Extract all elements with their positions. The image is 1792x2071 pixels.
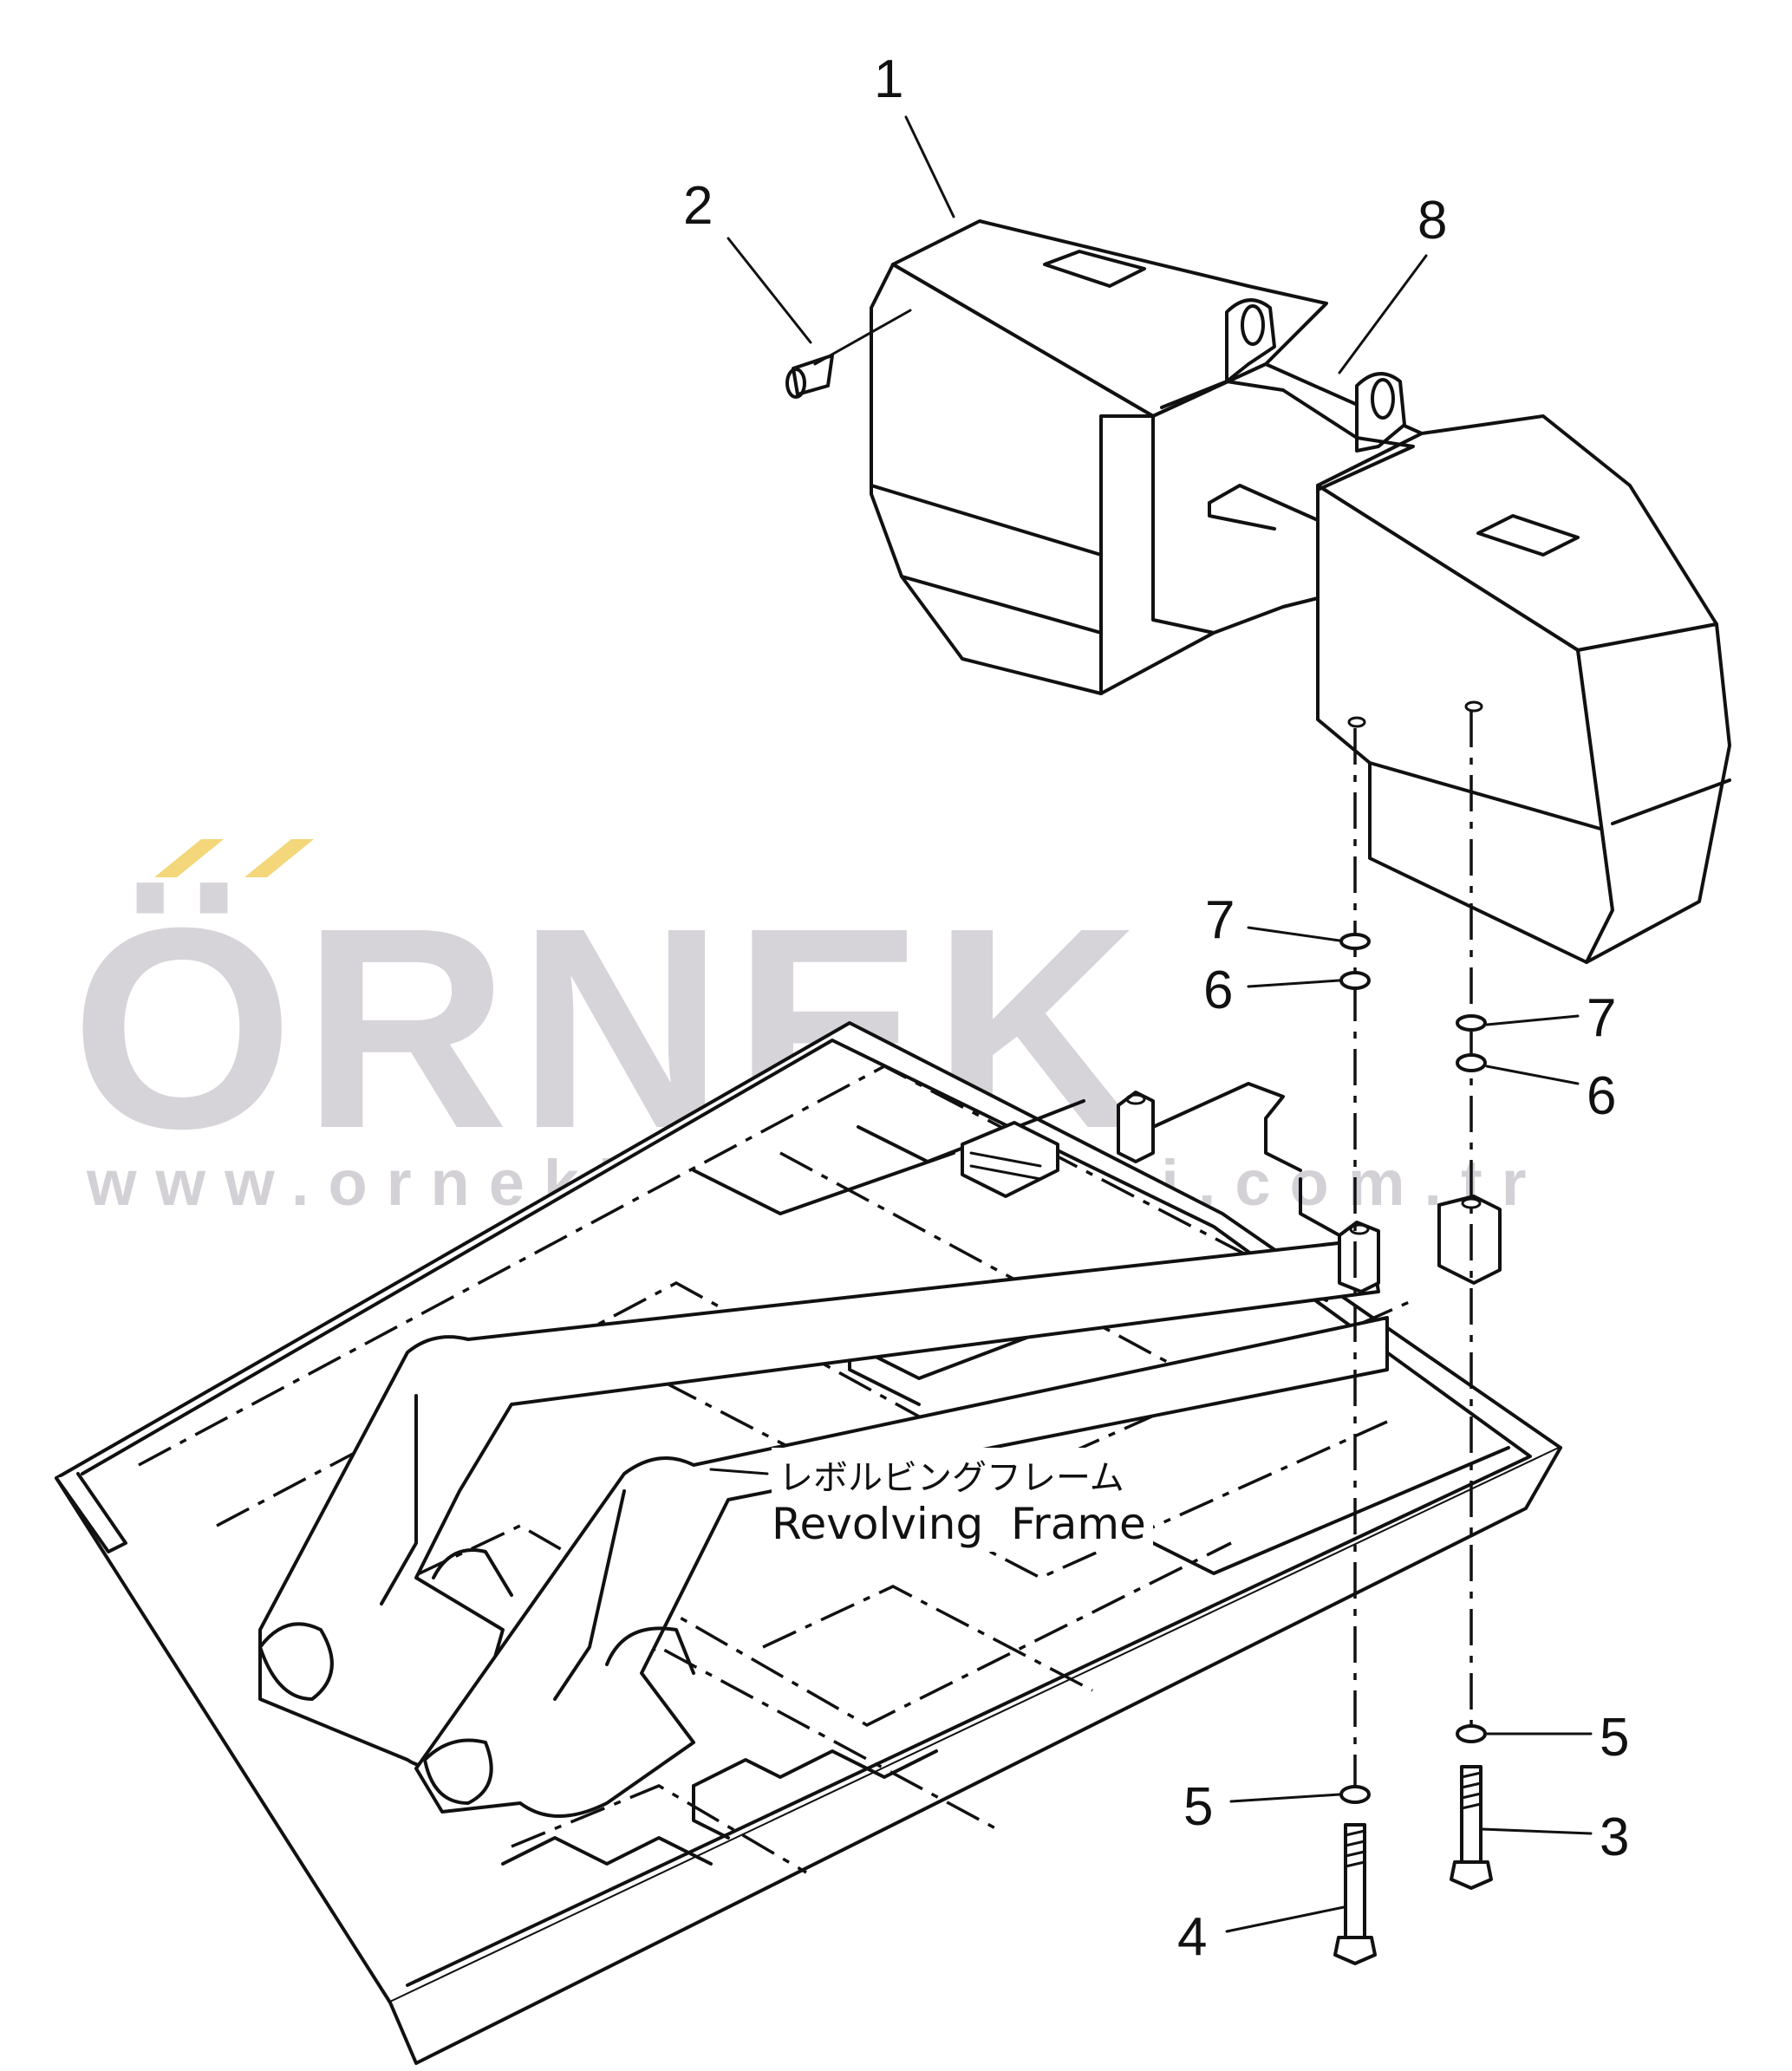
frame-hidden-line-7	[762, 1585, 1093, 1692]
frame-hidden-line-3	[355, 1524, 1232, 1727]
frame-hidden-line-6	[779, 1151, 1215, 1389]
callout-6-right: 6	[1587, 1066, 1616, 1126]
callout-3: 3	[1600, 1807, 1629, 1867]
frame-rear-mount-right	[1437, 1195, 1502, 1285]
washer-6-right	[1456, 1053, 1487, 1072]
counterweight-notch-rib	[1208, 501, 1276, 531]
boom-bracket-left-pin	[258, 1622, 334, 1701]
frame-hidden-line-8	[511, 1784, 807, 1874]
callout-7-right: 7	[1587, 988, 1616, 1048]
counterweight-left-chamfer	[870, 484, 1103, 557]
frame-step-block-3	[501, 1836, 713, 1866]
callout-8: 8	[1417, 191, 1447, 251]
counterweight-right-chamfer	[1368, 761, 1614, 834]
leader-7-left	[1247, 926, 1341, 942]
frame-rear-mount-center	[1338, 1221, 1380, 1293]
frame-rear-mount-rib	[1299, 1177, 1341, 1237]
boom-bracket-right-slot	[605, 1626, 695, 1675]
bolt-3	[1450, 1765, 1493, 1890]
frame-hidden-line-1	[138, 1065, 1301, 1467]
leader-2	[727, 237, 812, 344]
frame-floor-rim-left	[55, 1472, 127, 1553]
counterweight-right-side-edge	[1611, 778, 1731, 825]
frame-floor-inner-edge	[81, 1039, 1532, 1987]
lifting-eye-right	[1355, 372, 1406, 453]
leader-5-left	[1229, 1793, 1341, 1803]
frame-rear-mount-left-hole	[1125, 1093, 1146, 1105]
callout-2: 2	[683, 176, 713, 236]
boom-bracket-right-inner	[553, 1489, 626, 1701]
bolt-4	[1333, 1823, 1377, 1965]
callout-7-left: 7	[1205, 890, 1235, 950]
callout-numbers: 1 2 8 7 6 7 6 5 5 3 4	[683, 49, 1629, 1967]
counterweight	[870, 219, 1731, 964]
frame-label: レボルビングフレーム Revolving Frame	[772, 1448, 1153, 1552]
frame-hidden-line-5	[606, 1351, 1388, 1579]
frame-step-block-2	[692, 1784, 730, 1840]
leader-4	[1225, 1905, 1346, 1933]
frame-step-block-1	[692, 1749, 938, 1788]
washer-6-left	[1339, 971, 1371, 990]
leader-6-right	[1485, 1065, 1580, 1085]
callout-4: 4	[1177, 1907, 1207, 1967]
leader-2b	[813, 309, 912, 366]
frame-label-background	[772, 1448, 1153, 1552]
washer-5-left	[1339, 1785, 1371, 1804]
lifting-eye-plate	[1160, 380, 1415, 492]
frame-rear-mount-left	[1117, 1091, 1155, 1163]
boom-bracket-right-pin	[423, 1738, 493, 1805]
washer-5-right	[1456, 1724, 1487, 1743]
counterweight-right-side	[1576, 622, 1731, 964]
frame-cross-member-3	[1151, 1446, 1510, 1575]
callout-6-left: 6	[1203, 961, 1233, 1020]
watermark-umlaut-mark-right	[244, 839, 314, 877]
frame-floor-rim-front	[388, 1446, 1562, 2065]
leader-lines	[709, 115, 1593, 1933]
watermark-umlaut-mark-left	[154, 839, 224, 877]
callout-5-right: 5	[1600, 1708, 1629, 1768]
frame-cross-member-5	[692, 1151, 955, 1215]
lifting-eye-left	[1225, 298, 1276, 383]
leader-7-right	[1485, 1014, 1580, 1026]
counterweight-hole-left	[1347, 716, 1366, 728]
frame-label-japanese: レボルビングフレーム	[779, 1458, 1124, 1498]
washer-7-left	[1339, 933, 1371, 950]
leader-3	[1481, 1827, 1593, 1835]
leader-8	[1338, 254, 1428, 374]
frame-label-english: Revolving Frame	[772, 1499, 1146, 1549]
lift-pad-right	[1476, 514, 1580, 557]
frame-rear-mount-plate	[1151, 1082, 1302, 1172]
boom-bracket-left-slot	[432, 1548, 513, 1597]
callout-5-left: 5	[1183, 1777, 1213, 1837]
plug-part	[785, 354, 834, 399]
counterweight-left-bottom	[900, 575, 1103, 695]
fasteners	[1333, 711, 1493, 1965]
counterweight-hole-right	[1464, 700, 1483, 713]
boom-bracket-right	[414, 1316, 1389, 1818]
leader-1	[904, 115, 955, 218]
frame-rear-mount-center-hole	[1349, 1223, 1370, 1235]
lift-pad-left	[1043, 250, 1146, 288]
washer-7-right	[1456, 1014, 1487, 1032]
leader-6-left	[1247, 979, 1341, 988]
boom-bracket-left-inner	[380, 1394, 418, 1605]
callout-1: 1	[874, 49, 903, 109]
leader-frame	[709, 1468, 769, 1475]
